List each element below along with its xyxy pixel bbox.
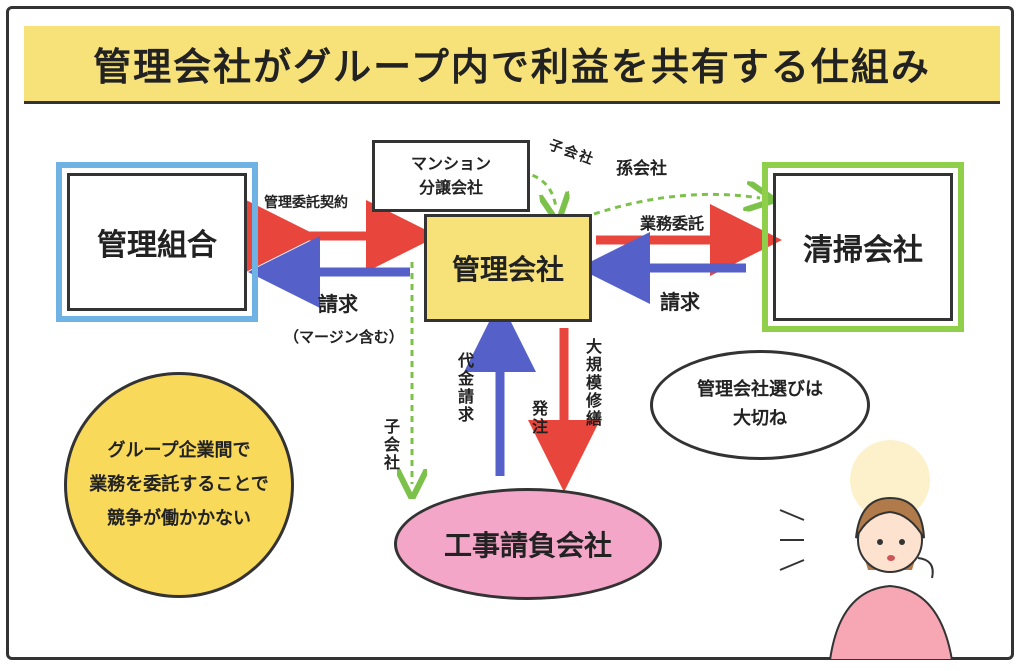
- condo-developer-label-1: マンション: [410, 154, 491, 173]
- speech-bubble: 管理会社選びは 大切ね: [650, 350, 870, 460]
- construction-contractor-label: 工事請負会社: [443, 529, 612, 562]
- note-line-3: 競争が働かかない: [107, 508, 251, 530]
- subsidiary-label-left: 子会社: [381, 418, 400, 472]
- note-line-2: 業務を委託することで: [89, 473, 269, 495]
- bubble-line-1: 管理会社選びは: [697, 379, 823, 401]
- cleaning-company-box: 清掃会社: [762, 162, 964, 332]
- outsourcing-label: 業務委託: [640, 214, 705, 233]
- competition-note: グループ企業間で 業務を委託することで 競争が働かかない: [64, 372, 294, 598]
- management-association-box: 管理組合: [56, 162, 258, 322]
- management-association-label: 管理組合: [97, 228, 217, 263]
- order-label: 発注: [529, 400, 548, 436]
- invoice-label-right: 請求: [660, 290, 700, 314]
- bubble-line-2: 大切ね: [733, 408, 787, 429]
- condo-developer-box: マンション 分譲会社: [372, 140, 530, 212]
- page-title: 管理会社がグループ内で利益を共有する仕組み: [93, 45, 931, 89]
- title-bar: 管理会社がグループ内で利益を共有する仕組み: [24, 26, 1000, 104]
- construction-contractor-ellipse: 工事請負会社: [394, 488, 662, 600]
- invoice-label-left: 請求: [318, 292, 358, 316]
- outer-frame: [6, 6, 1014, 660]
- management-company-label: 管理会社: [451, 253, 564, 286]
- cleaning-company-label: 清掃会社: [803, 233, 923, 268]
- condo-developer-label-2: 分譲会社: [418, 178, 483, 197]
- woman-illustration: [779, 440, 954, 660]
- note-line-1: グループ企業間で: [107, 439, 251, 461]
- margin-label: （マージン含む）: [284, 328, 404, 346]
- sub-subsidiary-label: 孫会社: [616, 159, 667, 179]
- management-company-box: 管理会社: [424, 214, 592, 322]
- contract-label: 管理委託契約: [264, 195, 348, 211]
- major-repair-label: 大規模修繕: [583, 338, 602, 428]
- payment-request-label: 代金請求: [455, 352, 474, 424]
